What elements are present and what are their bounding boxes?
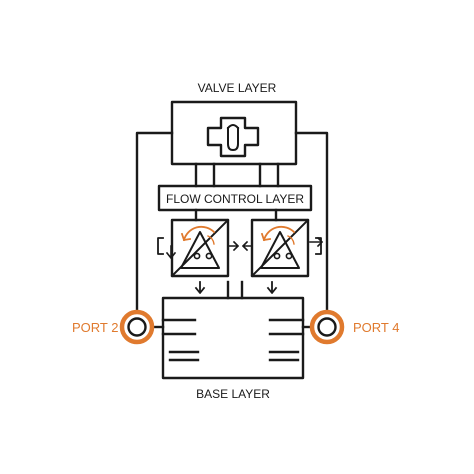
flow-control-box — [157, 184, 313, 212]
flow-control-label: FLOW CONTROL LAYER — [166, 192, 304, 206]
side-lines — [135, 131, 329, 314]
base-layer-box — [161, 296, 305, 380]
valve-spool-symbol — [206, 116, 260, 158]
base-layer-label: BASE LAYER — [196, 387, 270, 401]
valve-layer-box — [170, 100, 298, 166]
module-to-base-connectors — [194, 280, 278, 300]
valve-to-flow-connectors — [194, 162, 280, 188]
port-2-label: PORT 2 — [72, 320, 118, 335]
base-internal-lines — [161, 318, 305, 362]
port-4-label: PORT 4 — [353, 320, 399, 335]
valve-layer-label: VALVE LAYER — [198, 81, 277, 95]
port-4-symbol — [301, 309, 345, 345]
flow-module-left — [157, 218, 239, 278]
valve-spool-loop — [226, 124, 240, 151]
port-2-symbol — [119, 309, 165, 345]
flow-module-right — [242, 218, 323, 278]
